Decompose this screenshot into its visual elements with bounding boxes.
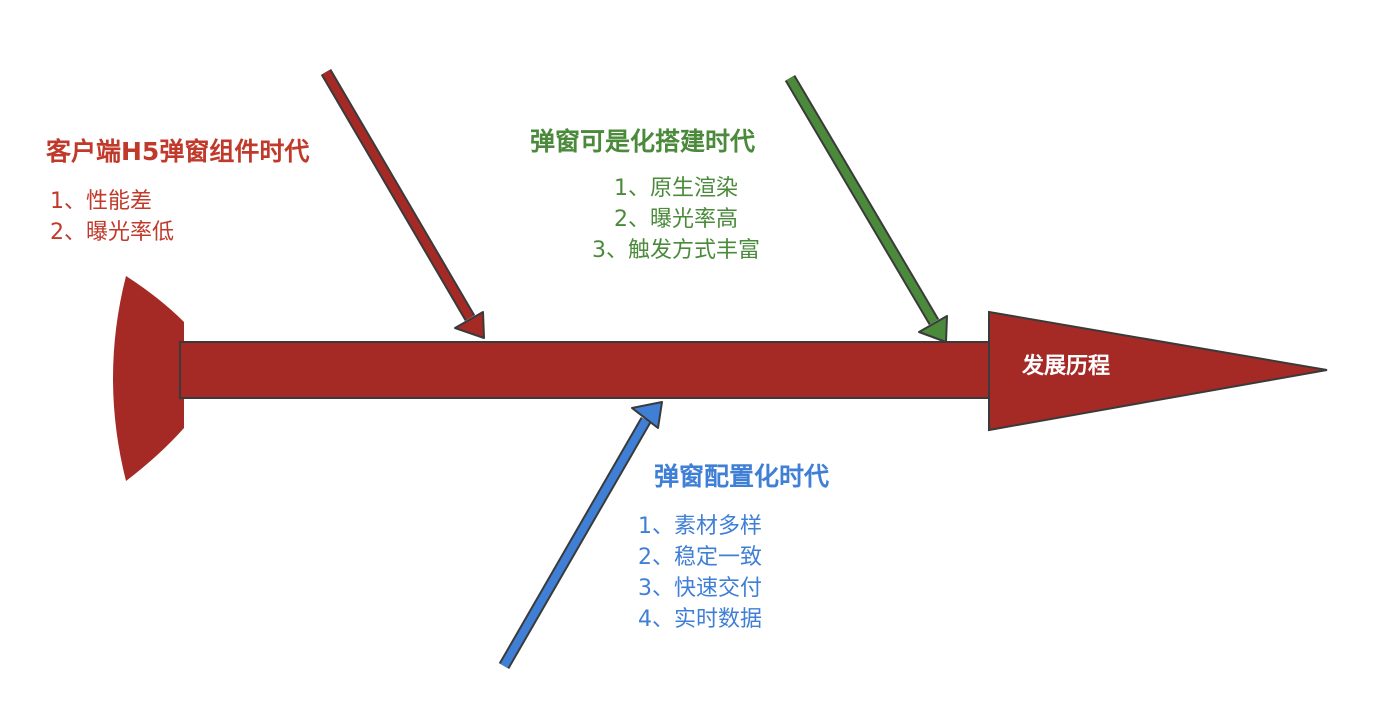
era3-item: 3、快速交付 xyxy=(638,576,762,601)
era1-item: 1、性能差 xyxy=(50,189,152,214)
era3-title: 弹窗配置化时代 xyxy=(654,462,830,491)
era2-item: 1、原生渲染 xyxy=(614,176,738,201)
era3-arrow xyxy=(498,401,663,669)
era3-item: 2、稳定一致 xyxy=(638,545,762,570)
era1-item: 2、曝光率低 xyxy=(50,220,174,245)
era3-item: 1、素材多样 xyxy=(638,514,762,539)
era2-arrow xyxy=(784,74,948,343)
fish-tail xyxy=(113,276,184,481)
era2-item: 2、曝光率高 xyxy=(614,207,738,232)
era1-list: 1、性能差 2、曝光率低 xyxy=(50,186,174,248)
era1-arrow xyxy=(320,68,485,339)
era1-title: 客户端H5弹窗组件时代 xyxy=(46,137,310,166)
era3-list: 1、素材多样 2、稳定一致 3、快速交付 4、实时数据 xyxy=(638,511,762,635)
era2-title: 弹窗可是化搭建时代 xyxy=(530,127,756,156)
fish-head xyxy=(988,310,1328,432)
era2-list: 1、原生渲染 2、曝光率高 3、触发方式丰富 xyxy=(560,173,792,266)
fish-spine xyxy=(179,341,991,399)
era3-item: 4、实时数据 xyxy=(638,607,762,632)
head-label: 发展历程 xyxy=(1022,354,1111,379)
era2-item: 3、触发方式丰富 xyxy=(592,238,760,263)
